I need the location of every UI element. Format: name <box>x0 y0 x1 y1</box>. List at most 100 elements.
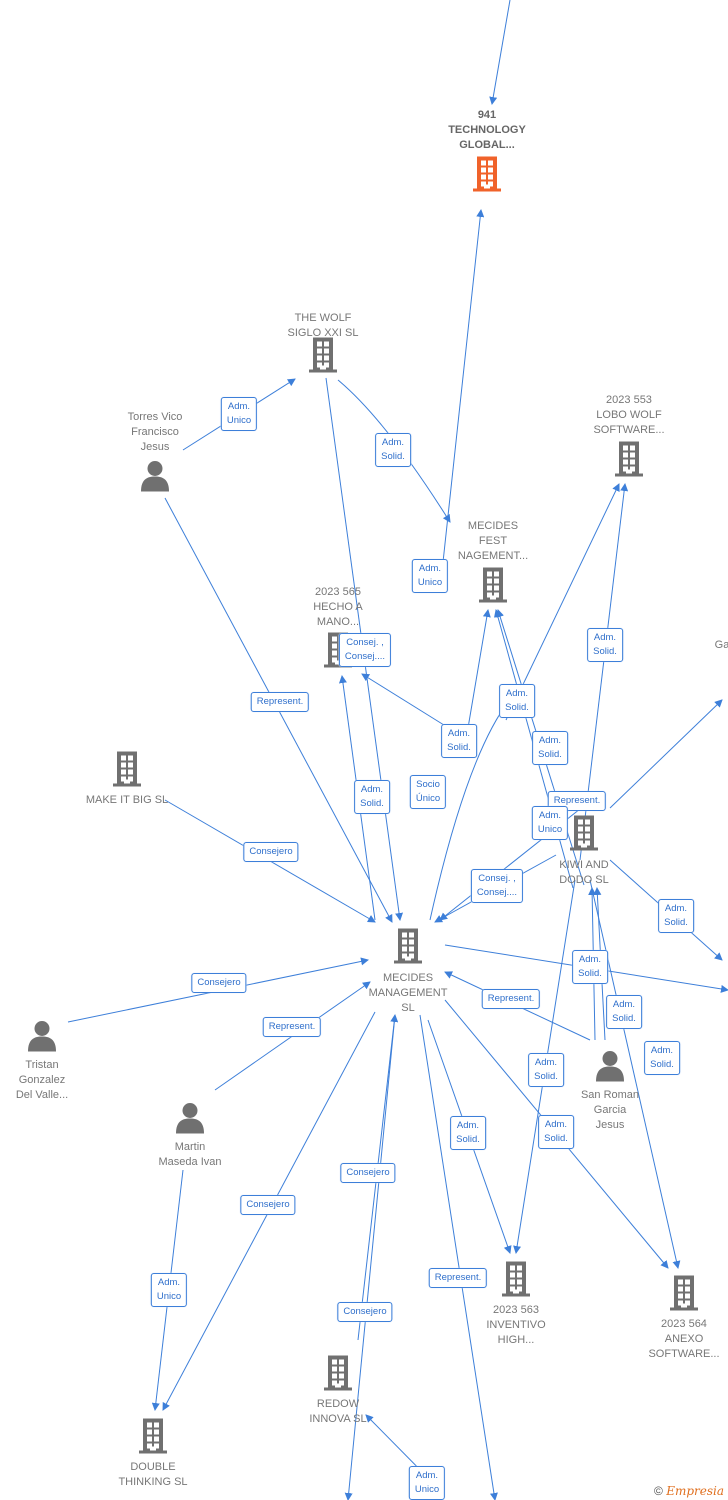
relation-label[interactable]: Adm.Solid. <box>450 1116 486 1150</box>
relation-label-line: Unico <box>417 577 443 588</box>
building-icon[interactable] <box>568 815 600 856</box>
node-label-line: DOUBLE <box>130 1461 176 1473</box>
relation-label[interactable]: Represent. <box>428 1268 488 1288</box>
relation-label[interactable]: Consejero <box>243 842 299 862</box>
building-icon[interactable] <box>307 337 339 378</box>
node-label-line: Jesus <box>140 441 170 453</box>
node-label-double[interactable]: DOUBLE THINKING SL <box>118 1460 187 1490</box>
relation-label-line: Solid. <box>505 702 529 713</box>
relation-label-line: Represent. <box>434 1272 482 1283</box>
relation-label-line: Consejero <box>197 977 241 988</box>
node-label-line: Del Valle... <box>15 1089 69 1101</box>
person-icon[interactable] <box>27 1020 57 1057</box>
relation-label-line: Solid. <box>456 1134 480 1145</box>
node-label-line: MECIDES <box>382 972 434 984</box>
relation-label[interactable]: Adm.Solid. <box>354 780 390 814</box>
node-label-line: Ga <box>714 639 728 651</box>
relation-label[interactable]: Represent. <box>250 692 310 712</box>
person-icon[interactable] <box>175 1102 205 1139</box>
relation-label[interactable]: Adm.Solid. <box>644 1041 680 1075</box>
relation-label[interactable]: Adm.Solid. <box>538 1115 574 1149</box>
person-icon[interactable] <box>595 1050 625 1087</box>
building-icon[interactable] <box>471 156 503 197</box>
node-label-line: MECIDES <box>467 520 519 532</box>
relation-label[interactable]: Adm.Solid. <box>572 950 608 984</box>
relation-label[interactable]: Adm.Unico <box>220 397 258 431</box>
building-icon[interactable] <box>668 1275 700 1316</box>
relation-label-line: Único <box>415 793 441 804</box>
node-label-line: TECHNOLOGY <box>448 124 526 136</box>
node-label-wolf[interactable]: THE WOLF SIGLO XXI SL <box>288 311 359 341</box>
building-icon[interactable] <box>322 1355 354 1396</box>
relation-label[interactable]: Adm.Solid. <box>441 724 477 758</box>
relation-label[interactable]: Adm.Solid. <box>587 628 623 662</box>
relation-label[interactable]: Represent. <box>481 989 541 1009</box>
relation-label[interactable]: Consej. ,Consej.... <box>338 633 392 667</box>
relation-label-line: Unico <box>156 1291 182 1302</box>
node-label-line: HIGH... <box>497 1334 535 1346</box>
footer-logo: © Empresia <box>654 1484 724 1498</box>
relation-label-line: Solid. <box>650 1059 674 1070</box>
node-label-line: LOBO WOLF <box>596 409 662 421</box>
node-label-line: 2023 563 <box>493 1304 539 1316</box>
node-label-line: Martin <box>174 1141 206 1153</box>
building-icon[interactable] <box>477 567 509 608</box>
node-label-line: 2023 565 <box>315 586 361 598</box>
relation-label-line: Unico <box>414 1484 440 1495</box>
node-label-line: REDOW <box>316 1398 360 1410</box>
person-icon[interactable] <box>140 460 170 497</box>
relation-label[interactable]: Adm.Solid. <box>528 1053 564 1087</box>
relation-label-line: Adm. <box>227 401 251 412</box>
relation-label-line: Unico <box>537 824 563 835</box>
building-icon[interactable] <box>111 751 143 792</box>
node-label-line: San Roman <box>580 1089 640 1101</box>
relation-label[interactable]: Adm. Unico <box>411 559 449 593</box>
relation-label[interactable]: Consejero <box>337 1302 393 1322</box>
relation-label[interactable]: Adm.Solid. <box>658 899 694 933</box>
relation-label[interactable]: Adm. Solid. <box>499 684 535 718</box>
relation-label-line: Solid. <box>612 1013 636 1024</box>
relation-label[interactable]: Consej. ,Consej.... <box>470 869 524 903</box>
relation-label-line: Adm. <box>505 688 529 699</box>
node-label-ga[interactable]: Ga <box>715 638 728 653</box>
relation-edge <box>589 879 681 1269</box>
relation-label[interactable]: Consejero <box>340 1163 396 1183</box>
relation-label[interactable]: Adm.Solid. <box>606 995 642 1029</box>
relation-label-line: Adm. <box>418 563 442 574</box>
relation-label[interactable]: Adm.Solid. <box>375 433 411 467</box>
building-icon[interactable] <box>137 1418 169 1459</box>
relation-label[interactable]: Adm.Solid. <box>532 731 568 765</box>
relation-label[interactable]: Consejero <box>191 973 247 993</box>
relation-label[interactable]: Adm.Unico <box>531 806 569 840</box>
relation-label-line: Adm. <box>360 784 384 795</box>
node-label-makeit[interactable]: MAKE IT BIG SL <box>86 793 168 808</box>
building-icon[interactable] <box>500 1261 532 1302</box>
relation-label[interactable]: Adm.Unico <box>408 1466 446 1500</box>
relation-label-line: Adm. <box>157 1277 181 1288</box>
relation-label-line: Consejero <box>346 1167 390 1178</box>
node-label-line: THINKING SL <box>118 1476 188 1488</box>
relation-label-line: Represent. <box>553 795 601 806</box>
relation-label[interactable]: Consejero <box>240 1195 296 1215</box>
building-icon[interactable] <box>392 928 424 969</box>
relation-label[interactable]: Represent. <box>262 1017 322 1037</box>
building-icon[interactable] <box>613 441 645 482</box>
node-label-line: SIGLO XXI SL <box>287 327 359 339</box>
relation-edge <box>419 1014 498 1500</box>
relation-label[interactable]: Adm. Unico <box>150 1273 188 1307</box>
node-label-line: THE WOLF <box>294 312 352 324</box>
